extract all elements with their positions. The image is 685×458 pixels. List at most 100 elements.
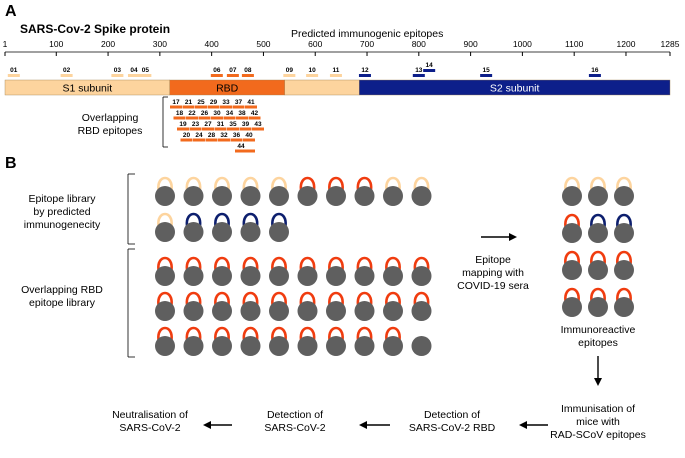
predicted-epitope-label: 02 <box>63 67 71 74</box>
bead-particle <box>326 336 346 356</box>
axis-tick-label: 1 <box>3 39 8 49</box>
epitope-loop <box>299 176 316 191</box>
rbd-epitope-bar <box>186 116 198 120</box>
predicted-epitope-bar <box>480 74 493 77</box>
epitope-loop <box>157 326 173 341</box>
rbd-epitope-bead <box>326 256 346 286</box>
rbd-epitope-bar <box>252 127 264 131</box>
library2-line1: Overlapping RBD <box>21 284 103 296</box>
panel-a-title: SARS-Cov-2 Spike protein <box>20 22 170 36</box>
epitope-loop <box>616 213 632 228</box>
predicted-epitope-bead <box>383 176 403 206</box>
segment-label: RBD <box>216 83 239 95</box>
predicted-epitope-label: 13 <box>415 67 423 74</box>
rbd-epitope-label: 20 <box>183 132 191 139</box>
rbd-epitope-bar <box>173 116 186 120</box>
bead-particle <box>155 336 175 356</box>
rbd-epitope-bead <box>212 291 232 321</box>
rbd-epitope-bead <box>155 326 175 356</box>
rbd-epitope-bar <box>180 138 193 142</box>
epitope-loop <box>590 287 606 302</box>
predicted-epitope-bead <box>212 176 232 206</box>
predicted-epitope-bead <box>269 212 289 242</box>
predicted-epitope-label: 06 <box>213 67 221 74</box>
bead-particle <box>183 186 204 206</box>
rbd-epitope-label: 43 <box>254 121 262 128</box>
epitope-loop <box>214 176 230 191</box>
bead-particle <box>183 222 204 242</box>
bead-particle <box>183 336 204 356</box>
bead-particle <box>269 266 289 286</box>
epitope-loop <box>385 176 401 191</box>
rbd-epitope-bead <box>411 291 432 321</box>
epitope-loop <box>271 256 287 271</box>
predicted-epitope-bead <box>183 176 204 206</box>
bead-particle <box>326 266 346 286</box>
epitope-loop <box>590 213 606 228</box>
immunisation-line3: RAD-SCoV epitopes <box>550 429 646 441</box>
predicted-epitope-bar <box>60 74 73 77</box>
epitope-loop <box>616 287 632 302</box>
bead-particle <box>562 186 582 206</box>
rbd-epitope-bead <box>212 256 232 286</box>
immunisation-line2: mice with <box>576 416 620 428</box>
axis-tick-label: 1000 <box>513 39 532 49</box>
rbd-epitope-label: 26 <box>201 110 209 117</box>
bead-particle <box>297 186 318 206</box>
predicted-epitope-bead <box>212 212 232 242</box>
rbd-epitope-bar <box>235 149 255 153</box>
epitope-loop <box>385 291 401 306</box>
epitope-loop <box>214 291 230 306</box>
bead-particle <box>212 301 232 321</box>
epitope-loop <box>590 176 606 191</box>
bead-particle <box>411 336 432 356</box>
bead-particle <box>212 186 232 206</box>
bead-particle <box>383 266 403 286</box>
rbd-epitope-bar <box>170 105 182 109</box>
epitope-loop <box>214 326 230 341</box>
rbd-epitope-bar <box>198 116 211 120</box>
immunoreactive-line1: Immunoreactive <box>561 324 636 336</box>
epitope-loop <box>564 213 580 228</box>
library2-line2: epitope library <box>29 297 96 309</box>
rbd-epitope-bar <box>211 116 223 120</box>
rbd-epitope-bead <box>240 256 261 286</box>
predicted-epitopes-label: Predicted immunogenic epitopes <box>291 28 443 40</box>
arrow-left-icon <box>359 421 390 429</box>
predicted-epitope-bar <box>111 74 124 77</box>
rbd-epitope-label: 44 <box>237 143 245 150</box>
axis-tick-label: 1200 <box>617 39 636 49</box>
predicted-epitope-bead <box>297 176 318 206</box>
bead-particle <box>269 222 289 242</box>
rbd-epitope-bar <box>189 127 202 131</box>
axis-tick-label: 800 <box>412 39 426 49</box>
predicted-epitope-bar <box>423 69 436 72</box>
bead-particle <box>212 336 232 356</box>
epitope-loop <box>413 176 430 191</box>
rbd-epitope-bead <box>297 256 318 286</box>
immunoreactive-bead <box>614 213 634 243</box>
epitope-loop <box>157 291 173 306</box>
rbd-epitope-label: 35 <box>229 121 237 128</box>
rbd-epitope-bead <box>411 256 432 286</box>
bead-particle <box>383 301 403 321</box>
predicted-epitope-label: 04 <box>130 67 138 74</box>
rbd-epitope-bead <box>269 326 289 356</box>
rbd-epitope-label: 24 <box>195 132 203 139</box>
epitope-loop <box>242 212 259 227</box>
rbd-epitope-bead <box>326 326 346 356</box>
predicted-epitope-beads <box>155 176 432 242</box>
epitope-loop <box>328 176 344 191</box>
bead-particle <box>155 222 175 242</box>
rbd-epitope-bar <box>223 116 236 120</box>
epitope-loop <box>157 256 173 271</box>
predicted-epitope-bead <box>326 176 346 206</box>
protein-segment <box>359 79 671 96</box>
bead-particle <box>212 266 232 286</box>
mapping-line3: COVID-19 sera <box>457 280 529 292</box>
epitope-loop <box>356 326 373 341</box>
bead-particle <box>354 266 375 286</box>
detect-virus-line2: SARS-CoV-2 <box>264 422 325 434</box>
rbd-epitope-bar <box>245 105 257 109</box>
bead-particle <box>326 186 346 206</box>
